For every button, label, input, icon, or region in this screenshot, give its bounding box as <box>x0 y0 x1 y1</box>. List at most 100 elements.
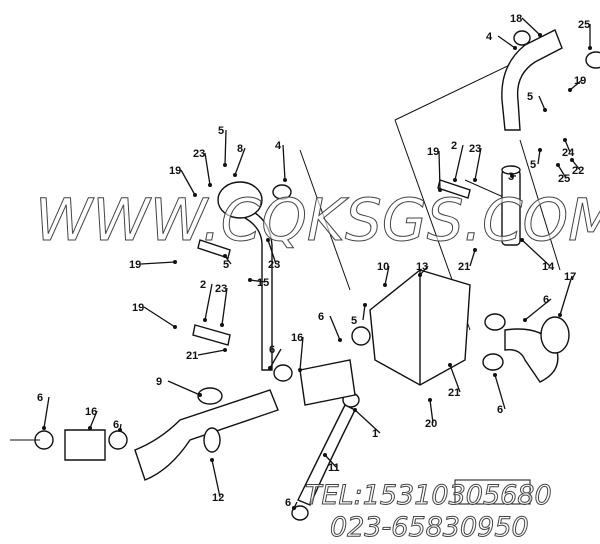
callout-label: 5 <box>218 125 224 137</box>
clamps <box>34 313 506 521</box>
callout-label: 21 <box>186 350 198 362</box>
callout-arrow <box>143 306 176 328</box>
callout-arrow <box>474 147 482 181</box>
arrow-head <box>473 178 477 182</box>
arrow-head <box>173 260 177 264</box>
callout-arrow <box>354 409 381 434</box>
callout-label: 4 <box>486 31 493 43</box>
arrow-head <box>363 303 367 307</box>
callout-label: 3 <box>508 171 514 183</box>
arrow-head <box>453 178 457 182</box>
arrow-head <box>203 318 207 322</box>
callout-label: 5 <box>223 259 229 271</box>
callout-arrow <box>89 410 98 429</box>
callout-label: 22 <box>572 165 584 177</box>
callout-label: 20 <box>425 418 437 430</box>
callout-arrow <box>564 139 571 153</box>
arrow-head <box>323 453 327 457</box>
arrow-head <box>248 278 252 282</box>
upper-right-elbow-pipe <box>501 29 600 131</box>
arrow-head <box>493 373 497 377</box>
arrow-head <box>520 238 524 242</box>
callout-arrow <box>537 149 541 165</box>
callout-arrow <box>497 35 516 49</box>
callout-label: 19 <box>132 302 144 314</box>
callout-label: 6 <box>269 344 275 356</box>
callout-arrow <box>362 304 366 321</box>
callout-arrow <box>249 279 266 283</box>
callout-label: 19 <box>574 75 586 87</box>
callout-arrow <box>521 239 551 267</box>
callout-label: 23 <box>469 143 481 155</box>
pipe-12 <box>134 387 279 481</box>
arrow-head <box>523 318 527 322</box>
callout-arrows <box>42 17 592 510</box>
arrow-head <box>556 163 560 167</box>
arrow-head <box>88 426 92 430</box>
arrow-head <box>448 363 452 367</box>
callout-arrow <box>559 275 573 316</box>
callout-label: 19 <box>169 165 181 177</box>
callout-arrow <box>282 144 286 181</box>
arrow-head <box>538 148 542 152</box>
arrow-head <box>563 138 567 142</box>
callout-label: 14 <box>542 261 555 273</box>
vertical-tube-14 <box>501 165 521 246</box>
callout-label: 8 <box>237 143 243 155</box>
callout-label: 17 <box>564 271 576 283</box>
callout-label: 19 <box>129 259 141 271</box>
callout-arrow <box>454 144 464 181</box>
arrow-head <box>266 238 270 242</box>
callout-label: 12 <box>212 492 224 504</box>
callout-label: 25 <box>558 173 570 185</box>
callout-label: 6 <box>37 392 43 404</box>
callout-arrow <box>419 265 429 276</box>
arrow-head <box>223 163 227 167</box>
callout-arrow <box>180 169 196 196</box>
arrow-head <box>193 193 197 197</box>
arrow-head <box>473 248 477 252</box>
callout-label: 6 <box>113 419 119 431</box>
callout-arrow <box>324 454 337 468</box>
callout-arrow <box>234 147 246 176</box>
reference-box <box>454 479 531 505</box>
arrow-head <box>210 458 214 462</box>
callout-arrow <box>167 380 201 396</box>
callout-arrow <box>469 249 476 267</box>
arrow-head <box>173 325 177 329</box>
elbow-17 <box>504 316 570 383</box>
callout-label: 11 <box>328 462 340 474</box>
callout-arrow <box>204 283 213 321</box>
arrow-head <box>298 368 302 372</box>
callout-label: 24 <box>562 147 575 159</box>
arrow-head <box>543 108 547 112</box>
arrow-head <box>233 173 237 177</box>
arrow-head <box>220 323 224 327</box>
callout-arrow <box>438 150 441 191</box>
callout-arrow <box>571 159 581 171</box>
callout-label: 13 <box>416 261 428 273</box>
brackets <box>192 179 471 346</box>
hoses-16 <box>64 359 356 461</box>
arrow-head <box>383 283 387 287</box>
arrow-head <box>510 174 514 178</box>
callout-label: 4 <box>275 140 282 152</box>
callout-label: 5 <box>351 315 357 327</box>
arrow-head <box>570 158 574 162</box>
callout-arrow <box>197 349 226 356</box>
callout-arrow <box>538 95 546 111</box>
left-tube-15 <box>217 181 292 371</box>
callout-arrow <box>329 315 341 341</box>
callout-label: 21 <box>448 387 460 399</box>
callout-label: 2 <box>451 140 457 152</box>
callout-arrow <box>521 17 541 36</box>
arrow-head <box>438 188 442 192</box>
watermark-website: WWW.CQKSGS.COM <box>35 186 600 254</box>
callout-arrow <box>43 396 50 429</box>
callout-label: 16 <box>85 406 97 418</box>
arrow-head <box>42 426 46 430</box>
callout-label: 23 <box>268 259 280 271</box>
